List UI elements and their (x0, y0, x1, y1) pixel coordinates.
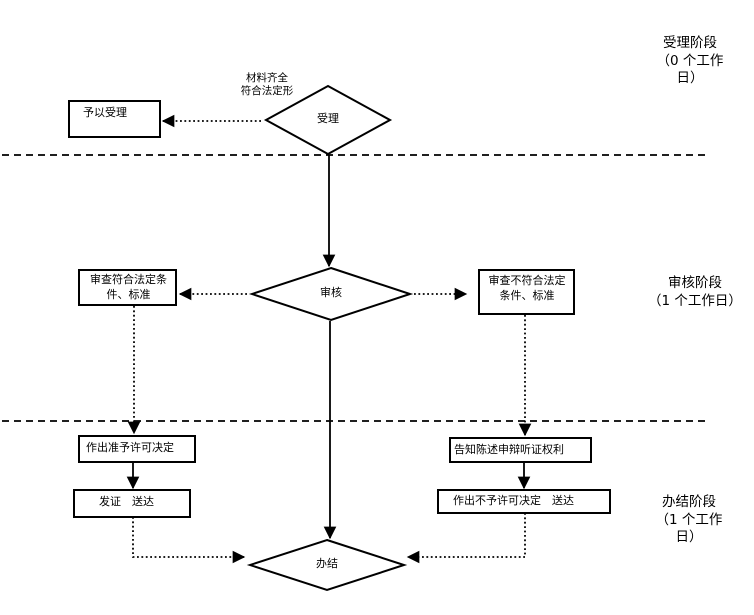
deny-decision-label: 作出不予许可决定 送达 (453, 494, 574, 507)
grant-accept-box: 予以受理 (68, 100, 161, 138)
review-diamond-label: 审核 (320, 286, 342, 299)
accept-diamond-label: 受理 (317, 112, 339, 125)
materials-complete-line2: 符合法定形 (240, 85, 294, 98)
inform-rights-box: 告知陈述申辩听证权利 (449, 437, 592, 463)
materials-complete-line1: 材料齐全 (246, 72, 288, 84)
grant-accept-label: 予以受理 (83, 106, 127, 119)
permit-decision-box: 作出准予许可决定 (78, 435, 196, 463)
issue-certificate-box: 发证 送达 (73, 489, 191, 518)
deny-decision-box: 作出不予许可决定 送达 (437, 489, 611, 514)
accept-diamond (263, 84, 393, 156)
meets-standard-label: 审查符合法定条件、标准 (90, 273, 167, 301)
materials-complete-note: 材料齐全 符合法定形 (222, 72, 312, 98)
meets-standard-box: 审查符合法定条件、标准 (78, 269, 177, 306)
stage-finish-name: 办结阶段 (662, 494, 716, 510)
fails-standard-label: 审查不符合法定条件、标准 (488, 274, 566, 302)
stage-review-duration: （1 个工作日） (648, 292, 742, 309)
finish-diamond (246, 538, 408, 592)
arrow-deny-to-finish (406, 513, 526, 564)
stage-review-name: 审核阶段 (668, 275, 722, 291)
inform-rights-label: 告知陈述申辩听证权利 (454, 443, 564, 456)
finish-diamond-label: 办结 (316, 557, 338, 570)
stage-accept-duration: （0 个工作日） (656, 52, 724, 87)
stage-finish-duration: （1 个工作日） (655, 511, 723, 546)
stage-review-label: 审核阶段 （1 个工作日） (636, 275, 754, 310)
stage-accept-name: 受理阶段 (663, 35, 717, 51)
stage-accept-label: 受理阶段 （0 个工作日） (650, 35, 730, 88)
review-diamond (248, 266, 414, 322)
stage-finish-label: 办结阶段 （1 个工作日） (648, 494, 730, 547)
issue-certificate-label: 发证 送达 (99, 495, 154, 508)
permit-decision-label: 作出准予许可决定 (86, 441, 174, 454)
arrow-issue-to-finish (132, 517, 246, 564)
fails-standard-box: 审查不符合法定条件、标准 (478, 269, 575, 315)
